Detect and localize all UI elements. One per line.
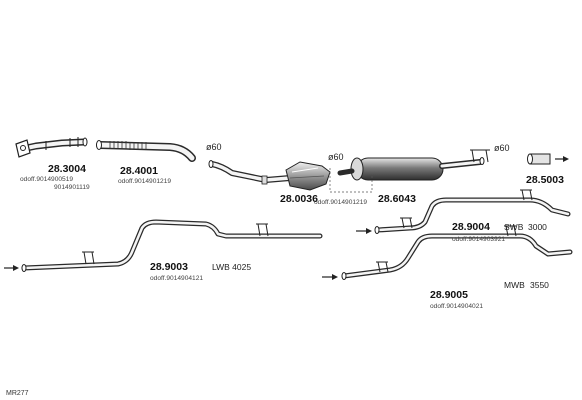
reference-code: MR277 xyxy=(6,390,29,397)
part-number-28-9003: 28.9003 xyxy=(150,261,188,273)
length-28-9004: 3000 xyxy=(528,222,547,232)
part-number-28-9005: 28.9005 xyxy=(430,289,468,301)
odoc-28-9003: odoff.9014904121 xyxy=(150,275,203,282)
connector-28-5003 xyxy=(527,153,569,165)
part-number-28-5003: 28.5003 xyxy=(526,174,564,186)
leader-lines xyxy=(329,168,373,193)
diameter-label-2: ø60 xyxy=(328,152,344,162)
rear-silencer-28-6043 xyxy=(337,149,490,181)
variant-28-9004: SWB xyxy=(504,222,524,232)
tail-pipe-28-9005 xyxy=(322,225,573,280)
diameter-label-1: ø60 xyxy=(206,142,222,152)
length-28-9005: 3550 xyxy=(530,280,549,290)
tail-pipe-28-9003 xyxy=(4,219,323,272)
variant-28-9005: MWB xyxy=(504,280,525,290)
odoc-28-4001: odoff.9014901219 xyxy=(118,178,171,185)
part-number-28-6043: 28.6043 xyxy=(378,193,416,205)
flex-pipe-28-4001 xyxy=(96,140,196,162)
catalytic-converter-28-0036 xyxy=(208,160,331,191)
part-number-28-0036: 28.0036 xyxy=(280,193,318,205)
part-number-28-9004: 28.9004 xyxy=(452,221,490,233)
odoc2-28-3004: 9014901119 xyxy=(54,184,90,191)
odoc-28-3004: odoff.9014900519 xyxy=(20,176,73,183)
part-number-28-3004: 28.3004 xyxy=(48,163,86,175)
variant-28-9003: LWB 4025 xyxy=(212,262,251,272)
part-number-28-4001: 28.4001 xyxy=(120,165,158,177)
odoc-28-9004: odoff.9014903921 xyxy=(452,236,505,243)
front-pipe-28-3004 xyxy=(15,137,88,158)
diameter-label-3: ø60 xyxy=(494,143,510,153)
odoc-28-9005: odoff.9014904021 xyxy=(430,303,483,310)
odoc-28-0036: odoff.9014901219 xyxy=(314,199,367,206)
tail-pipe-28-9004 xyxy=(356,189,571,234)
